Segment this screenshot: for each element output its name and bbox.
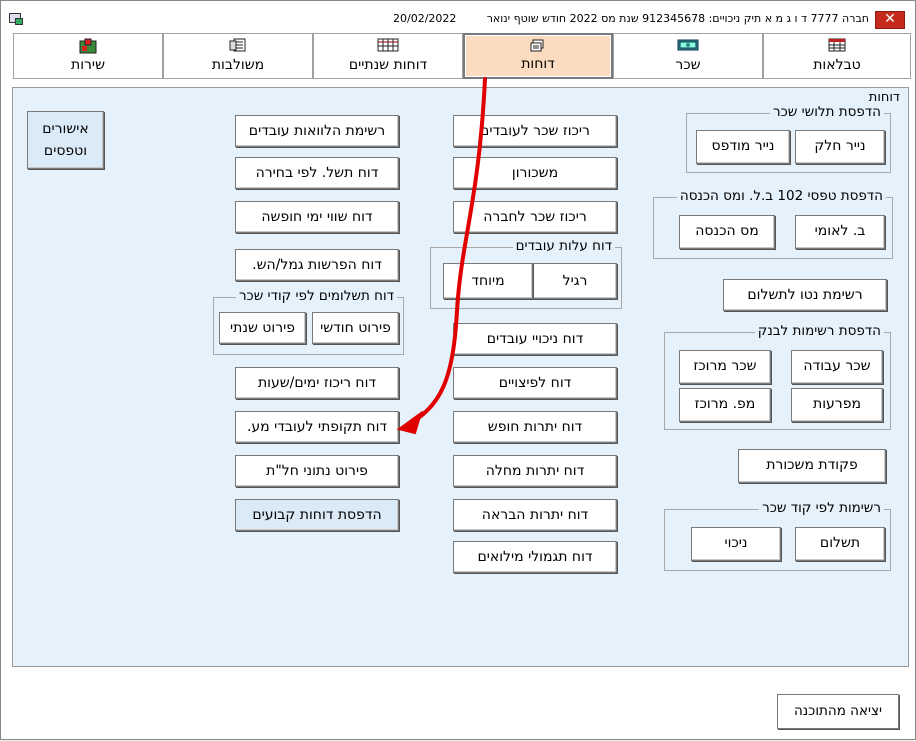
plain-paper-button[interactable]: נייר חלק — [795, 130, 885, 164]
employee-salary-summary-button[interactable]: ריכוז שכר לעובדים — [453, 115, 617, 147]
advances-button[interactable]: מפרעות — [791, 388, 883, 422]
central-salary-button[interactable]: שכר מרוכז — [679, 350, 771, 384]
tab-annual-reports[interactable]: דוחות שנתיים — [313, 33, 463, 79]
net-payment-list-button[interactable]: רשימת נטו לתשלום — [723, 279, 887, 311]
payslip-print-group: הדפסת תלושי שכר — [686, 104, 891, 173]
special-cost-button[interactable]: מיוחד — [443, 263, 533, 299]
tab-reports-label: דוחות — [521, 56, 555, 72]
tab-service[interactable]: שירות — [13, 33, 163, 79]
provident-fund-report-button[interactable]: דוח הפרשות גמל/הש. — [235, 249, 399, 281]
close-button[interactable]: ✕ — [875, 11, 905, 29]
employee-deductions-report-button[interactable]: דוח ניכויי עובדים — [453, 323, 617, 355]
payslip-print-group-title: הדפסת תלושי שכר — [770, 104, 884, 120]
income-tax-button[interactable]: מס הכנסה — [679, 215, 775, 249]
combined-icon — [229, 38, 246, 52]
print-fixed-reports-button[interactable]: הדפסת דוחות קבועים — [235, 499, 399, 531]
vacation-balance-report-button[interactable]: דוח יתרות חופש — [453, 411, 617, 443]
employee-cost-group-title: דוח עלות עובדים — [512, 238, 615, 254]
tab-annual-reports-label: דוחות שנתיים — [348, 57, 428, 73]
reserve-duty-report-button[interactable]: דוח תגמולי מילואים — [453, 541, 617, 573]
payment-report-by-choice-button[interactable]: דוח תשל. לפי בחירה — [235, 157, 399, 189]
payslip-button[interactable]: משכורון — [453, 157, 617, 189]
employee-cost-group: דוח עלות עובדים — [430, 238, 622, 309]
payment-code-button[interactable]: תשלום — [795, 527, 885, 561]
tab-salary-label: שכר — [675, 57, 701, 73]
title-bar: 20/02/2022 חברה 7777 ד ו ג מ א תיק ניכוי… — [1, 1, 915, 33]
form-102-group: הדפסת טפסי 102 ב.ל. ומס הכנסה — [653, 188, 893, 259]
table-icon — [828, 38, 846, 52]
salary-icon — [677, 39, 699, 51]
tab-tables-label: טבלאות — [813, 57, 861, 73]
salary-order-button[interactable]: פקודת משכורת — [738, 449, 886, 483]
approvals-forms-label: אישורים וטפסים — [42, 121, 89, 159]
tab-reports[interactable]: דוחות — [463, 33, 613, 79]
central-advances-button[interactable]: מפ. מרוכז — [679, 388, 771, 422]
tab-combined-label: משולבות — [211, 57, 265, 73]
title-date: 20/02/2022 — [393, 12, 457, 25]
exit-program-button[interactable]: יציאה מהתוכנה — [777, 694, 899, 729]
yearly-detail-button[interactable]: פירוט שנתי — [219, 312, 306, 344]
form-102-group-title: הדפסת טפסי 102 ב.ל. ומס הכנסה — [676, 188, 886, 204]
bank-lists-group-title: הדפסת רשימות לבנק — [754, 323, 884, 339]
reports-icon — [530, 39, 544, 52]
payments-by-code-group: דוח תשלומים לפי קודי שכר — [213, 288, 404, 355]
company-salary-summary-button[interactable]: ריכוז שכר לחברה — [453, 201, 617, 233]
tab-combined[interactable]: משולבות — [163, 33, 313, 79]
tab-salary[interactable]: שכר — [613, 33, 763, 79]
days-hours-summary-button[interactable]: דוח ריכוז ימים/שעות — [235, 367, 399, 399]
window-title: חברה 7777 ד ו ג מ א תיק ניכויים: 9123456… — [486, 12, 869, 25]
panel-title: דוחות — [868, 90, 900, 105]
regular-cost-button[interactable]: רגיל — [533, 263, 617, 299]
service-icon — [79, 38, 97, 54]
payments-by-code-group-title: דוח תשלומים לפי קודי שכר — [235, 288, 397, 304]
tab-tables[interactable]: טבלאות — [763, 33, 911, 79]
periodic-report-button[interactable]: דוח תקופתי לעובדי מע. — [235, 411, 399, 443]
vacation-value-report-button[interactable]: דוח שווי ימי חופשה — [235, 201, 399, 233]
app-icon — [9, 13, 23, 25]
bank-lists-group: הדפסת רשימות לבנק — [664, 323, 891, 430]
lists-by-salary-code-group: רשימות לפי קוד שכר — [664, 500, 891, 571]
deduction-code-button[interactable]: ניכוי — [691, 527, 781, 561]
national-insurance-button[interactable]: ב. לאומי — [795, 215, 885, 249]
tab-service-label: שירות — [71, 57, 105, 73]
annual-reports-icon — [377, 38, 399, 52]
convalescence-balance-report-button[interactable]: דוח יתרות הבראה — [453, 499, 617, 531]
printed-paper-button[interactable]: נייר מודפס — [696, 130, 790, 164]
monthly-detail-button[interactable]: פירוט חודשי — [312, 312, 399, 344]
lists-by-salary-code-group-title: רשימות לפי קוד שכר — [759, 500, 884, 516]
sick-balance-report-button[interactable]: דוח יתרות מחלה — [453, 455, 617, 487]
unpaid-leave-details-button[interactable]: פירוט נתוני חל"ת — [235, 455, 399, 487]
severance-report-button[interactable]: דוח לפיצויים — [453, 367, 617, 399]
employee-loans-list-button[interactable]: רשימת הלוואות עובדים — [235, 115, 399, 147]
approvals-forms-button[interactable]: אישורים וטפסים — [27, 111, 104, 169]
work-salary-button[interactable]: שכר עבודה — [791, 350, 883, 384]
